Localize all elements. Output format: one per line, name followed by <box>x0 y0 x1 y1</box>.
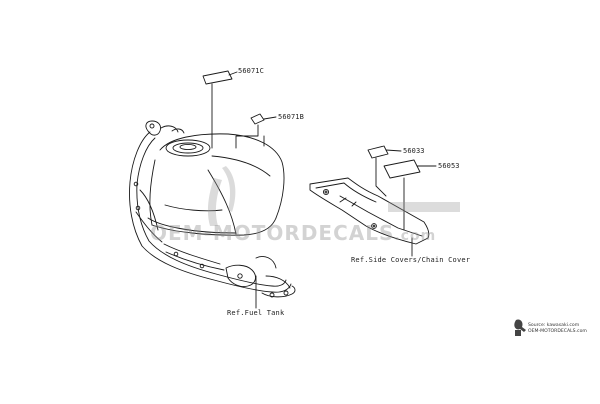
decal-56071b-shape <box>235 113 277 149</box>
ref-fuel-tank-label: Ref.Fuel Tank <box>227 309 285 317</box>
source-line-1: Source: kawasaki.com <box>528 323 580 328</box>
decal-56033-shape <box>367 145 402 197</box>
ref-side-covers-label: Ref.Side Covers/Chain Cover <box>351 256 471 264</box>
part-label-56071c[interactable]: 56071C <box>238 67 264 75</box>
decal-56071c-shape <box>202 70 238 149</box>
part-label-56053[interactable]: 56053 <box>438 162 460 170</box>
source-logo-icon <box>514 319 526 336</box>
fuel-tank-illustration <box>129 120 296 298</box>
watermark-text: OEM-MOTORDECALS.com <box>150 221 437 245</box>
side-cover-illustration <box>309 177 430 245</box>
source-line-2: OEM-MOTORDECALS.com <box>528 329 587 334</box>
part-label-56071b[interactable]: 56071B <box>278 113 304 121</box>
source-credit: Source: kawasaki.com OEM-MOTORDECALS.com <box>528 323 587 335</box>
watermark-graphic <box>207 166 460 226</box>
decal-56053-shape <box>383 159 437 231</box>
part-label-56033[interactable]: 56033 <box>403 147 425 155</box>
